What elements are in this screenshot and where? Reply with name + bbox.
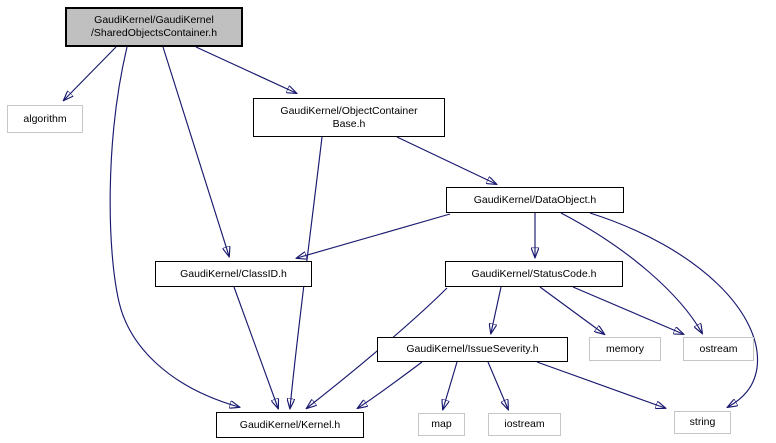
edge-dataobj-classid: [297, 213, 451, 258]
edge-shared-objbase: [195, 46, 296, 93]
node-data-object-h[interactable]: GaudiKernel/DataObject.h: [446, 187, 624, 213]
node-map: map: [418, 413, 465, 436]
node-algorithm: algorithm: [7, 105, 83, 133]
edge-shared-algorithm: [64, 46, 117, 100]
node-shared-objects-container-h: GaudiKernel/GaudiKernel /SharedObjectsCo…: [65, 7, 243, 47]
edge-statuscode-memory: [539, 286, 604, 334]
node-issue-severity-h[interactable]: GaudiKernel/IssueSeverity.h: [377, 337, 568, 362]
edge-issueseverity-string: [536, 361, 665, 408]
edge-classid-kernel: [233, 286, 278, 408]
node-memory: memory: [589, 337, 661, 361]
node-object-container-base-h[interactable]: GaudiKernel/ObjectContainer Base.h: [253, 98, 445, 137]
edge-shared-kernel: [109, 46, 239, 407]
node-ostream: ostream: [683, 337, 754, 361]
node-status-code-h[interactable]: GaudiKernel/StatusCode.h: [445, 261, 623, 287]
node-string: string: [674, 411, 731, 434]
node-iostream: iostream: [488, 413, 561, 436]
edge-statuscode-issueseverity: [491, 286, 502, 333]
edge-issueseverity-map: [443, 361, 458, 409]
edge-dataobj-string: [589, 212, 759, 407]
node-class-id-h[interactable]: GaudiKernel/ClassID.h: [155, 261, 312, 287]
node-kernel-h[interactable]: GaudiKernel/Kernel.h: [216, 412, 364, 438]
edge-shared-classid: [162, 46, 229, 256]
edge-objbase-dataobj: [396, 136, 496, 184]
edge-issueseverity-iostream: [487, 361, 508, 409]
edge-issueseverity-kernel: [358, 361, 423, 408]
edge-statuscode-ostream: [572, 286, 683, 334]
